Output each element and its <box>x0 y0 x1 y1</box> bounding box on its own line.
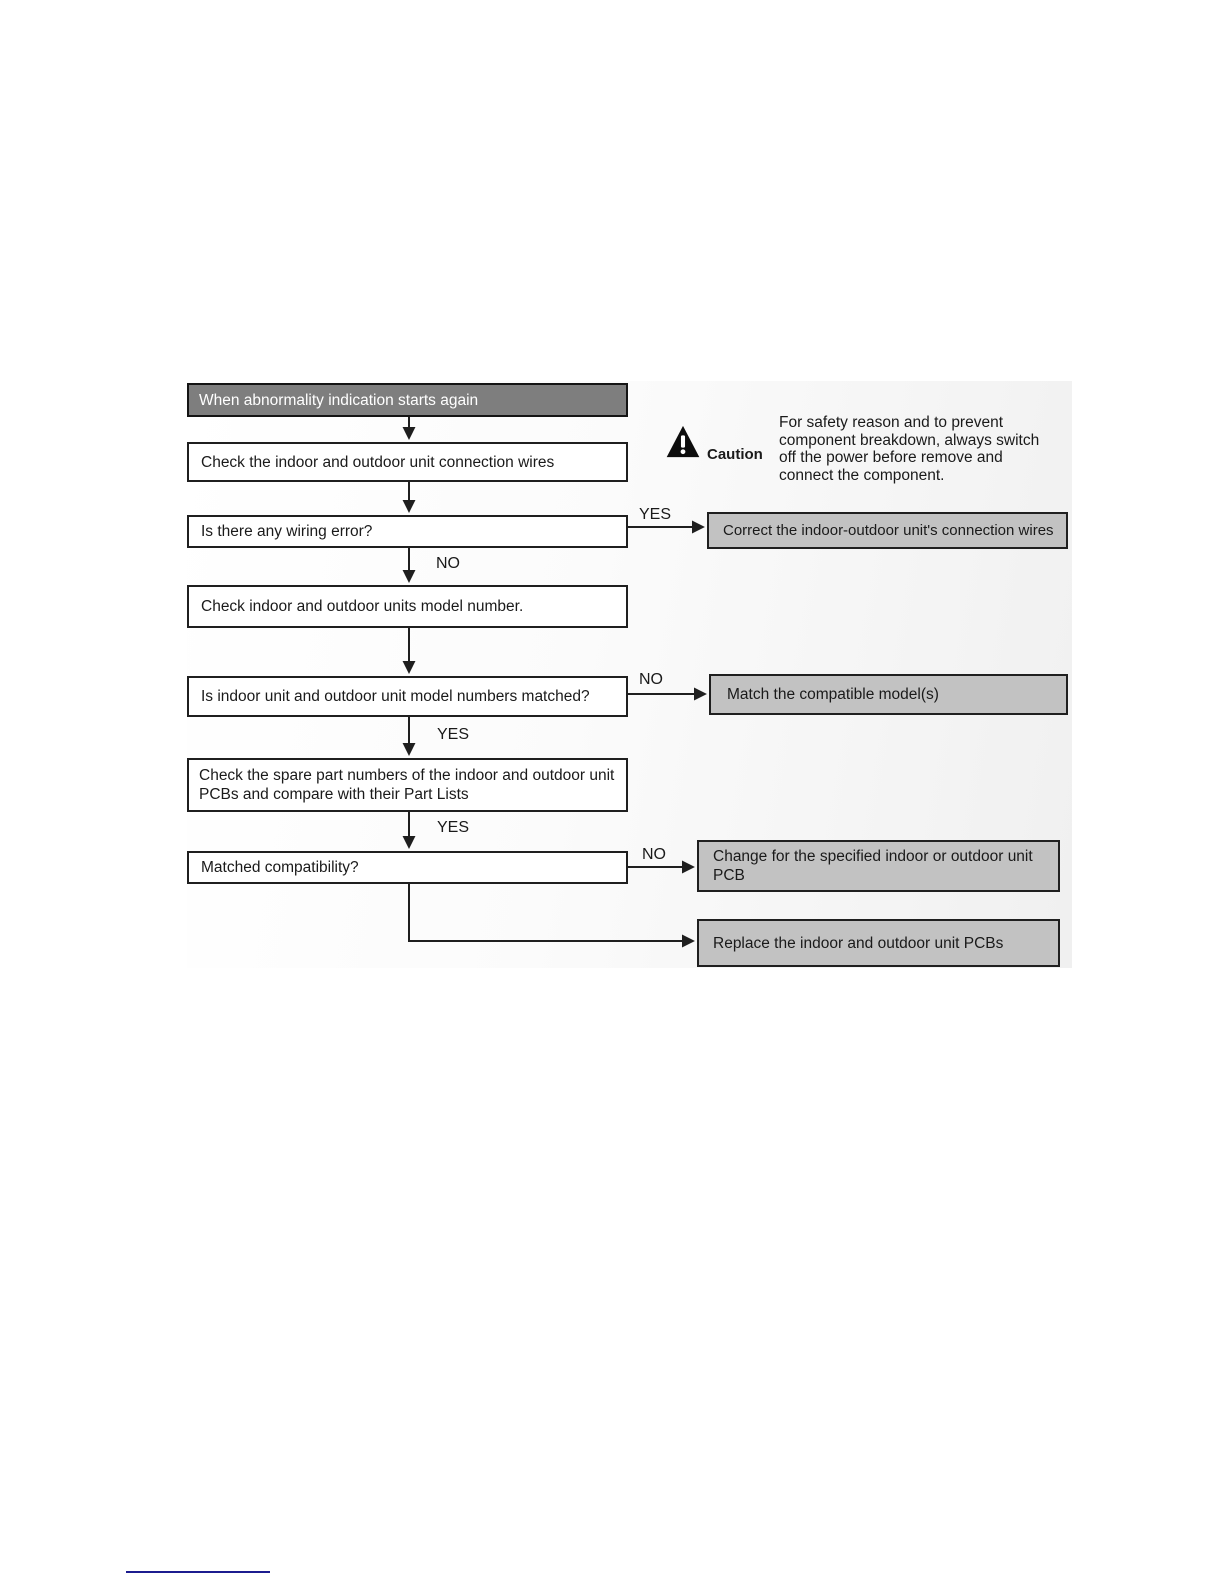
branch-label-no: NO <box>436 555 460 572</box>
flowchart-action-match-models: Match the compatible model(s) <box>709 674 1068 715</box>
branch-label-yes: YES <box>437 726 470 743</box>
branch-label-no: NO <box>639 671 663 688</box>
warning-triangle-icon <box>666 425 700 458</box>
branch-label-yes: YES <box>437 819 470 836</box>
flowchart-step-check-wires: Check the indoor and outdoor unit connec… <box>187 442 628 482</box>
branch-label-no: NO <box>642 846 666 863</box>
caution-text: For safety reason and to prevent compone… <box>779 414 1040 484</box>
flowchart-step-check-model-number: Check indoor and outdoor units model num… <box>187 585 628 628</box>
flowchart-action-change-pcb: Change for the specified indoor or outdo… <box>697 840 1060 892</box>
flowchart-start-box: When abnormality indication starts again <box>187 383 628 417</box>
flowchart-decision-matched-compatibility: Matched compatibility? <box>187 851 628 884</box>
flowchart-decision-model-matched: Is indoor unit and outdoor unit model nu… <box>187 676 628 717</box>
branch-label-yes: YES <box>639 506 672 523</box>
caution-label: Caution <box>707 446 763 463</box>
flowchart-decision-wiring-error: Is there any wiring error? <box>187 515 628 548</box>
flowchart-action-replace-pcbs: Replace the indoor and outdoor unit PCBs <box>697 919 1060 967</box>
flowchart-action-correct-wires: Correct the indoor-outdoor unit's connec… <box>707 512 1068 549</box>
footer-link-underline[interactable] <box>126 1571 270 1573</box>
flowchart-step-check-spare-parts: Check the spare part numbers of the indo… <box>187 758 628 812</box>
